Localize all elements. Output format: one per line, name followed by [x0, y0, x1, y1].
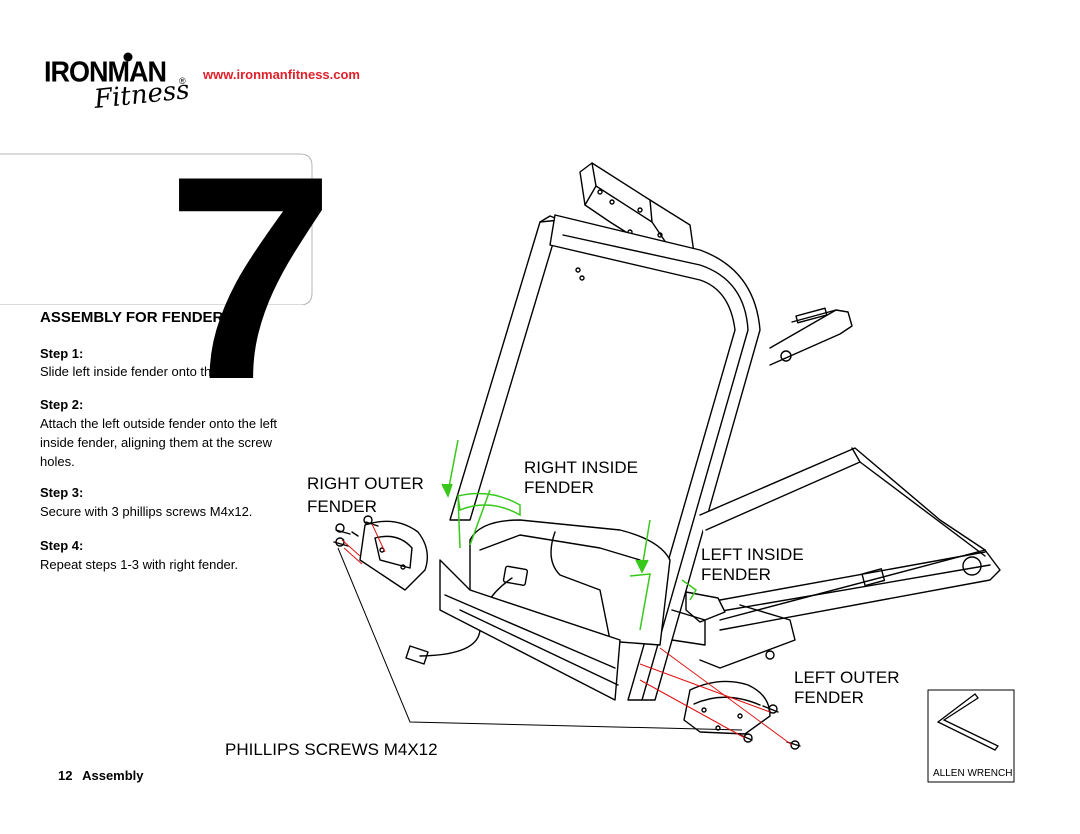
- step-1-label: Step 1:: [40, 346, 84, 361]
- section-tab-frame: [0, 153, 313, 305]
- logo-registered-mark: ®: [179, 76, 186, 86]
- logo-wordmark: IRONMAN: [44, 56, 167, 88]
- section-heading: ASSEMBLY FOR FENDERS: [40, 309, 234, 326]
- right-outer-fender: [359, 520, 428, 591]
- page-number: 12: [58, 768, 73, 783]
- footer-section-name: Assembly: [82, 768, 144, 783]
- step-4-text: Repeat steps 1-3 with right fender.: [40, 557, 239, 572]
- step-2-text-line: holes.: [40, 454, 75, 469]
- step-4-label: Step 4:: [40, 538, 84, 553]
- page-footer: 12 Assembly: [58, 768, 144, 783]
- section-number: 7: [165, 116, 336, 440]
- callout-left-inside-fender: LEFT INSIDE FENDER: [701, 545, 804, 585]
- callout-line: LEFT OUTER: [794, 668, 900, 687]
- step-2-text: Attach the left outside fender onto the …: [40, 414, 277, 471]
- callout-line: RIGHT OUTER: [307, 474, 424, 493]
- callout-right-inside-fender: RIGHT INSIDE FENDER: [524, 458, 638, 498]
- callout-line: FENDER: [701, 565, 771, 584]
- allen-wrench-icon: [936, 693, 999, 751]
- left-outer-fender: [683, 680, 771, 735]
- step-1-text: Slide left inside fender onto the unit.: [40, 364, 247, 379]
- callout-line: FENDER: [794, 688, 864, 707]
- fender-highlights: [441, 439, 697, 631]
- step-2-label: Step 2:: [40, 397, 84, 412]
- callout-phillips-screws: PHILLIPS SCREWS M4X12: [225, 740, 438, 759]
- callout-right-outer-fender: RIGHT OUTER FENDER: [307, 474, 424, 517]
- step-3-text: Secure with 3 phillips screws M4x12.: [40, 504, 253, 519]
- callout-line: FENDER: [307, 497, 377, 516]
- callout-line: LEFT INSIDE: [701, 545, 804, 564]
- callout-line: RIGHT INSIDE: [524, 458, 638, 477]
- callout-line: FENDER: [524, 478, 594, 497]
- callout-left-outer-fender: LEFT OUTER FENDER: [794, 668, 899, 708]
- logo-head-icon: [123, 52, 133, 62]
- allen-wrench-label: ALLEN WRENCH: [933, 768, 1013, 779]
- treadmill-illustration: [333, 162, 1015, 783]
- step-3-label: Step 3:: [40, 485, 84, 500]
- step-2-text-line: inside fender, aligning them at the scre…: [40, 435, 272, 450]
- website-url[interactable]: www.ironmanfitness.com: [203, 67, 360, 82]
- ironman-logo: IRONMAN ® Fitness: [44, 52, 194, 115]
- step-2-text-line: Attach the left outside fender onto the …: [40, 416, 278, 431]
